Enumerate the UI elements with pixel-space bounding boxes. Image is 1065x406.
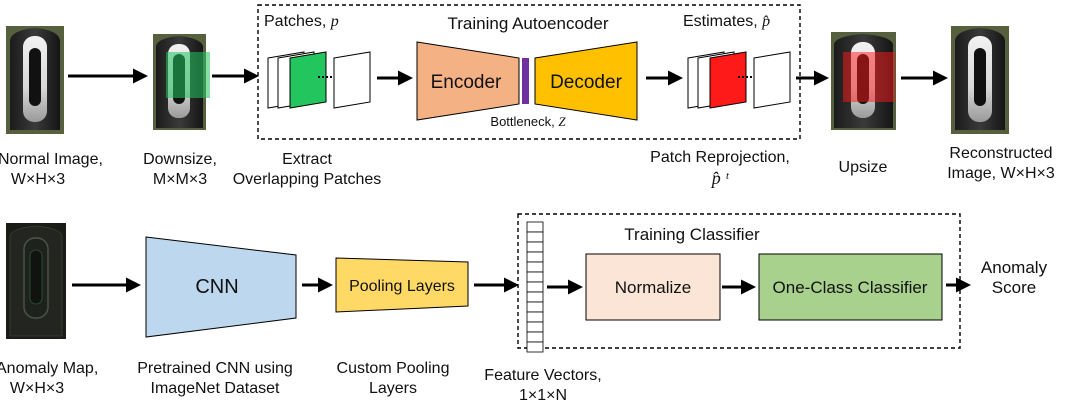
caption-anomaly-map: Anomaly Map,W×H×3: [0, 360, 99, 397]
caption-normal-image: Normal Image,W×H×3: [0, 151, 103, 188]
patch-stack-estimates: [687, 51, 791, 109]
bottleneck-label: Bottleneck, Z: [490, 114, 566, 129]
normal-image: [6, 26, 64, 134]
normalize-label: Normalize: [615, 278, 692, 297]
feature-vector-cell: [526, 261, 544, 273]
feature-vector-cell: [526, 341, 544, 353]
encoder-label: Encoder: [431, 72, 502, 93]
estimates-label: Estimates, p̂: [683, 13, 770, 30]
feature-vector-cell: [526, 291, 544, 303]
decoder-block: [534, 41, 638, 121]
caption-reprojection: Patch Reprojection,p̂ ᵗ: [650, 149, 790, 188]
feature-vector-cell: [526, 231, 544, 243]
anomaly-map-image: [6, 223, 66, 339]
classifier-label: One-Class Classifier: [773, 278, 928, 297]
pooling-block: [335, 257, 469, 313]
decoder-label: Decoder: [550, 72, 622, 93]
reconstructed-image: [951, 26, 1009, 134]
cnn-label: CNN: [195, 276, 238, 298]
feature-vector-cell: [526, 251, 544, 263]
cnn-block: [145, 236, 297, 338]
bottleneck-bar: [522, 58, 529, 104]
patches-label: Patches, p: [264, 13, 339, 30]
feature-vector-cell: [526, 241, 544, 253]
feature-vector-cell: [526, 311, 544, 323]
one-class-classifier-block: [758, 253, 943, 321]
upsized-image: [831, 32, 896, 130]
feature-vector-cell: [526, 221, 544, 233]
feature-vector-cell: [526, 301, 544, 313]
pooling-label: Pooling Layers: [349, 278, 455, 295]
patch-stack-input: [267, 51, 371, 109]
encoder-block: [416, 41, 520, 121]
feature-vector-cell: [526, 331, 544, 343]
normalize-block: [585, 253, 721, 321]
feature-vector-cell: [526, 321, 544, 333]
feature-vector-cell: [526, 281, 544, 293]
feature-vector-cell: [526, 271, 544, 283]
downsized-image: [153, 34, 210, 130]
caption-upsize: Upsize: [838, 159, 888, 176]
feature-vector: [526, 221, 544, 353]
training-classifier-title: Training Classifier: [624, 225, 760, 244]
caption-feature-vectors: Feature Vectors,1×1×N: [484, 367, 602, 404]
caption-downsize: Downsize,M×M×3: [143, 151, 217, 188]
training-autoencoder-title: Training Autoencoder: [448, 14, 609, 33]
